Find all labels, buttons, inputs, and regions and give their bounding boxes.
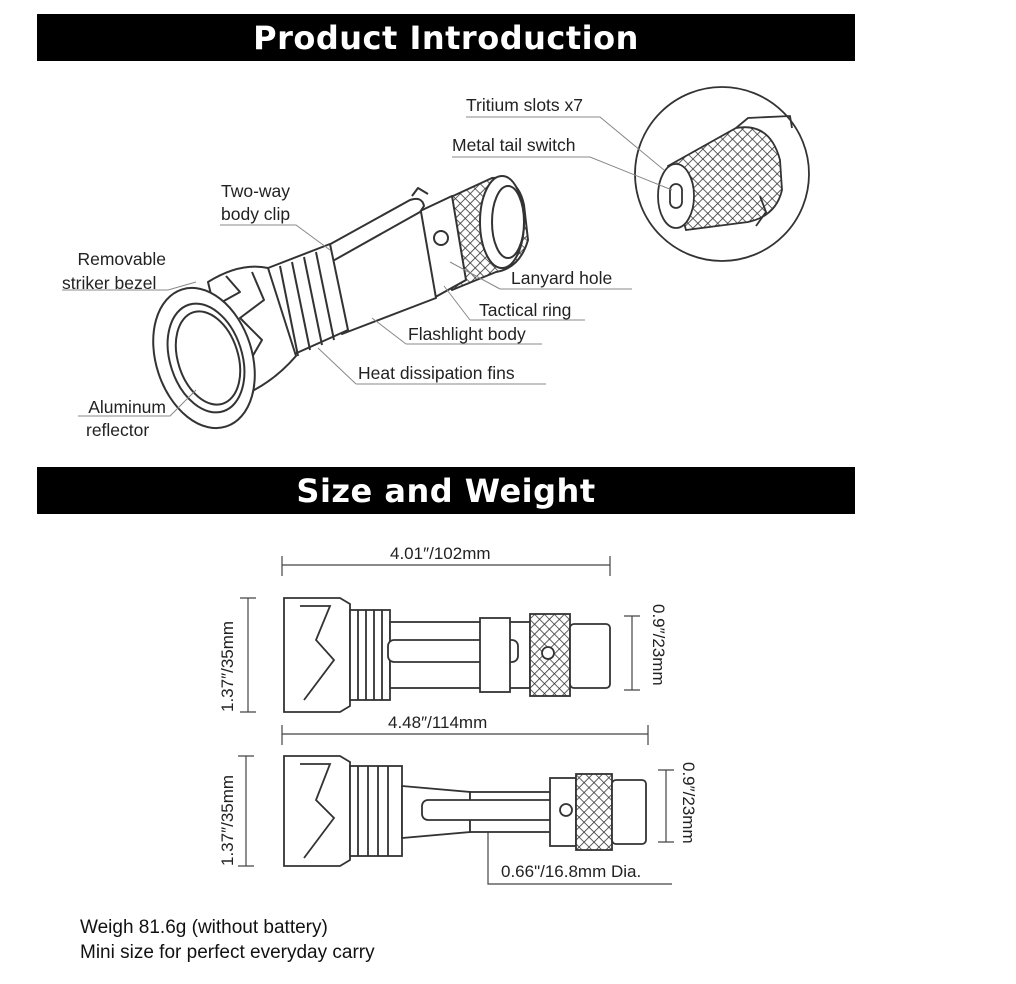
weight-note: Weigh 81.6g (without battery) bbox=[80, 917, 328, 938]
dimension-tail-diameter-top: 0.9″/23mm bbox=[649, 604, 668, 686]
label-striker-bezel-line2: striker bezel bbox=[62, 273, 157, 293]
label-aluminum-reflector-line2: reflector bbox=[86, 420, 150, 440]
label-body-clip-line1: Two-way bbox=[221, 181, 291, 201]
flashlight-illustration bbox=[152, 175, 529, 430]
label-tritium-slots: Tritium slots x7 bbox=[466, 95, 584, 115]
carry-note: Mini size for perfect everyday carry bbox=[80, 942, 375, 963]
dimension-tail-diameter-bottom: 0.9″/23mm bbox=[679, 762, 698, 844]
callout-leader-lines bbox=[62, 116, 673, 417]
label-lanyard-hole: Lanyard hole bbox=[511, 268, 613, 288]
label-striker-bezel-line1: Removable bbox=[77, 249, 166, 269]
flashlight-side-view-short bbox=[283, 597, 611, 713]
label-flashlight-body: Flashlight body bbox=[408, 324, 526, 344]
label-body-clip-line2: body clip bbox=[221, 204, 291, 224]
label-metal-tail-switch: Metal tail switch bbox=[452, 135, 576, 155]
dimension-head-diameter-bottom: 1.37″/35mm bbox=[218, 774, 237, 866]
label-heat-dissipation-fins: Heat dissipation fins bbox=[358, 363, 515, 383]
flashlight-side-view-long bbox=[283, 755, 647, 867]
section-title-size-and-weight: Size and Weight bbox=[37, 467, 855, 514]
tail-detail-inset bbox=[634, 86, 810, 262]
dimension-length-long: 4.48″/114mm bbox=[388, 713, 488, 732]
dimension-length-short: 4.01″/102mm bbox=[390, 544, 491, 563]
dimension-head-diameter-top: 1.37″/35mm bbox=[218, 620, 237, 712]
dimension-body-diameter: 0.66"/16.8mm Dia. bbox=[501, 862, 642, 881]
dimension-lines bbox=[238, 556, 674, 885]
label-tactical-ring: Tactical ring bbox=[479, 300, 572, 320]
label-aluminum-reflector-line1: Aluminum bbox=[88, 397, 166, 417]
section-title-product-introduction: Product Introduction bbox=[37, 14, 855, 61]
